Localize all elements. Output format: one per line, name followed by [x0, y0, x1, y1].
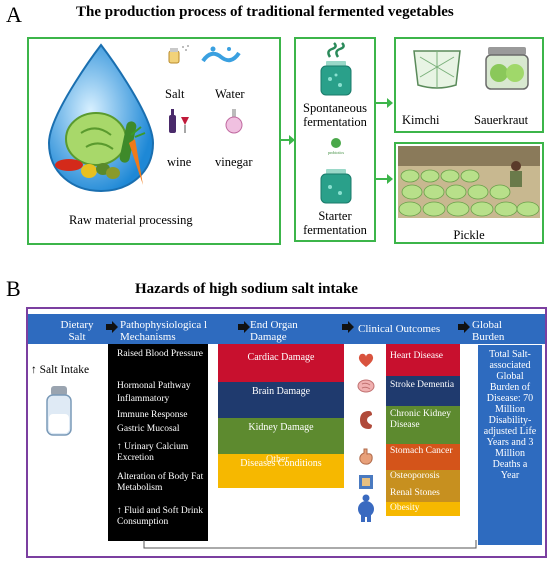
organ-kidney: Kidney Damage: [218, 418, 344, 454]
salt-shaker-icon: [168, 45, 189, 64]
mechanism-item: ↑ Urinary Calcium Excretion: [117, 442, 189, 463]
header-arrow-icon: [106, 321, 118, 333]
organ-brain: Brain Damage: [218, 382, 344, 418]
mechanism-item: Inflammatory: [117, 394, 170, 404]
obesity-figure-icon: [358, 494, 374, 522]
water-label: Water: [215, 87, 245, 101]
sauerkraut-label: Sauerkraut: [474, 113, 529, 127]
arrow-right-icon: [281, 135, 295, 145]
water-splash-icon: [201, 46, 241, 63]
clinical-outcomes-column: Heart Disease Stroke Dementia Chronic Ki…: [386, 344, 460, 516]
organ-diseases-conditions: Diseases Conditions: [218, 454, 344, 488]
outcome-stomach-cancer: Stomach Cancer: [386, 444, 460, 470]
salt-intake-label: ↑ Salt Intake: [31, 364, 90, 376]
header-arrow-icon: [342, 321, 354, 333]
steam-icon: [327, 42, 345, 58]
mechanism-item: Immune Response: [117, 410, 188, 420]
outcome-obesity: Obesity: [386, 502, 460, 516]
header-global-burden: Global Burden: [472, 319, 505, 343]
pickle-box: Pickle: [394, 142, 544, 244]
header-end-organ-damage: End Organ Damage: [250, 319, 298, 343]
wine-icon: [169, 109, 189, 133]
vinegar-label: vinegar: [215, 155, 253, 169]
pickle-label: Pickle: [453, 228, 485, 242]
salt-label: Salt: [165, 87, 185, 101]
raw-material-caption: Raw material processing: [69, 213, 193, 227]
panel-b-title: Hazards of high sodium salt intake: [135, 281, 358, 297]
outcome-heart-disease: Heart Disease: [386, 344, 460, 376]
outcome-chronic-kidney-disease: Chronic Kidney Disease: [386, 406, 460, 444]
kimchi-jar-icon: [413, 50, 461, 89]
feedback-bracket: [143, 540, 477, 549]
mechanism-item: Hormonal Pathway: [117, 381, 191, 391]
probiotics-icon: [331, 138, 341, 148]
mechanism-item: Raised Blood Pressure: [117, 349, 204, 359]
spontaneous-jar-icon: [320, 61, 352, 96]
arrow-right-icon: [376, 98, 393, 108]
outcome-renal-stones: Renal Stones: [386, 484, 460, 502]
kimchi-label: Kimchi: [402, 113, 440, 127]
mechanisms-box: Raised Blood Pressure Hormonal Pathway I…: [108, 344, 208, 541]
mechanism-item: Gastric Mucosal: [117, 424, 180, 434]
header-arrow-icon: [458, 321, 470, 333]
spontaneous-fermentation-label: Spontaneous fermentation: [303, 101, 367, 129]
header-dietary-salt: Dietary Salt: [60, 319, 94, 343]
stomach-organ-icon: [359, 448, 373, 465]
kidney-organ-icon: [360, 411, 372, 429]
fermentation-box: Spontaneous fermentation probiotics Star…: [294, 37, 376, 242]
starter-jar-icon: [320, 169, 352, 204]
header-patho-mechanisms: Pathophysiologica l Mechanisms: [120, 319, 208, 343]
bone-organ-icon: [359, 475, 373, 489]
raw-material-box: Salt Water wine vinegar Raw material pro…: [27, 37, 281, 245]
outcome-osteoporosis: Osteoporosis: [386, 470, 460, 484]
mechanism-item: Alteration of Body Fat Metabolism: [117, 472, 204, 493]
vinegar-icon: [225, 109, 243, 134]
organ-cardiac: Cardiac Damage: [218, 344, 344, 382]
brain-organ-icon: [357, 379, 375, 393]
panel-a-title: The production process of traditional fe…: [76, 4, 454, 20]
salt-shaker-icon: [46, 386, 72, 436]
wine-label: wine: [167, 155, 192, 169]
starter-fermentation-label: Starter fermentation: [303, 209, 367, 237]
mechanism-item: ↑ Fluid and Soft Drink Consumption: [117, 506, 204, 527]
header-arrow-icon: [238, 321, 250, 333]
organ-other-label: Other: [266, 454, 289, 465]
water-drop-vegetables-icon: [47, 43, 155, 193]
heart-organ-icon: [358, 353, 374, 367]
sauerkraut-jar-icon: [485, 47, 529, 90]
panel-b-letter: B: [6, 276, 21, 301]
global-burden-box: Total Salt-associated Global Burden of D…: [478, 345, 542, 545]
header-clinical-outcomes: Clinical Outcomes: [358, 323, 441, 335]
organ-damage-column: Cardiac Damage Brain Damage Kidney Damag…: [218, 344, 344, 488]
probiotics-tag: probiotics: [328, 150, 344, 155]
outcome-stroke-dementia: Stroke Dementia: [386, 376, 460, 406]
pickle-field-image: [398, 146, 540, 218]
salt-hazards-frame: [26, 307, 547, 558]
arrow-right-icon: [376, 174, 393, 184]
panel-a-letter: A: [6, 2, 22, 27]
kimchi-sauerkraut-box: Kimchi Sauerkraut: [394, 37, 544, 133]
